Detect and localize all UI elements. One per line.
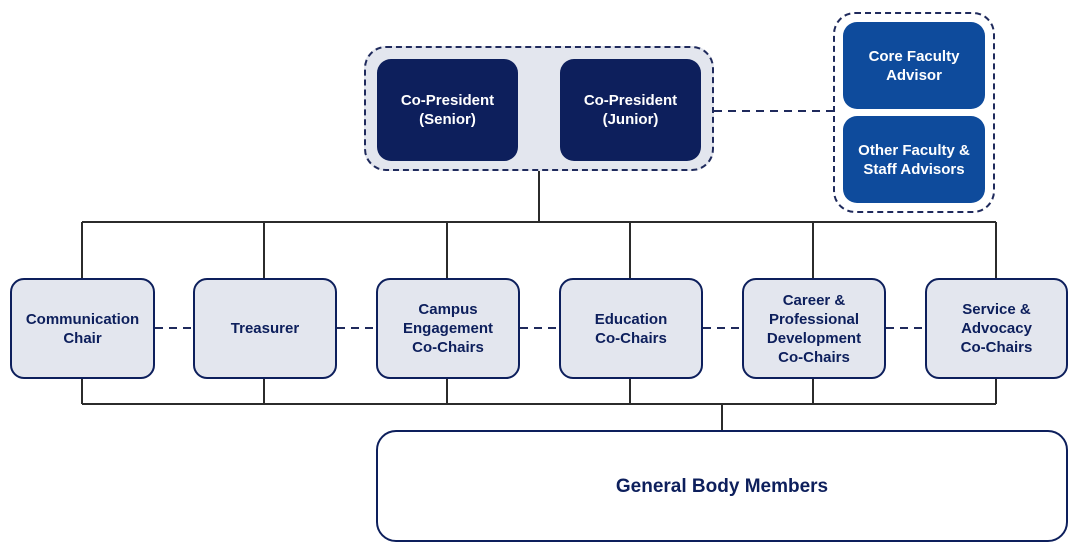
co-president-junior-node: Co-President (Junior) [560, 59, 701, 161]
core-faculty-advisor-node: Core Faculty Advisor [843, 22, 985, 109]
communication-chair-node: Communication Chair [10, 278, 155, 379]
general-body-members-node: General Body Members [376, 430, 1068, 542]
education-node: Education Co-Chairs [559, 278, 703, 379]
other-faculty-staff-advisors-node: Other Faculty & Staff Advisors [843, 116, 985, 203]
co-president-senior-node: Co-President (Senior) [377, 59, 518, 161]
career-professional-development-node: Career & Professional Development Co-Cha… [742, 278, 886, 379]
treasurer-node: Treasurer [193, 278, 337, 379]
service-advocacy-node: Service & Advocacy Co-Chairs [925, 278, 1068, 379]
campus-engagement-node: Campus Engagement Co-Chairs [376, 278, 520, 379]
